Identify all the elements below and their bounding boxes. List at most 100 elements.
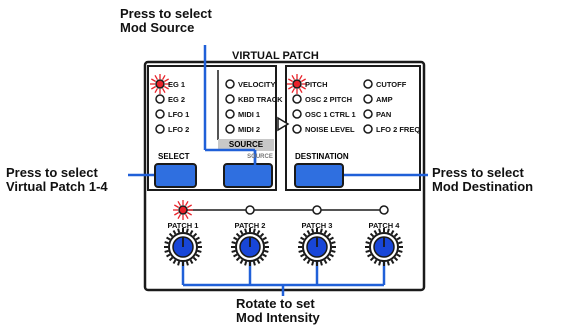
destination-b-item-label: LFO 2 FREQ [376,125,420,134]
led-ray [177,201,182,206]
knob-tick [393,232,399,238]
led-ray [177,214,182,219]
knob-tick [235,256,241,262]
mod-intensity-annotation: Rotate to set Mod Intensity [236,297,320,325]
source-a-item-led-icon [155,79,165,89]
knob-tick [197,241,202,245]
knob-icon[interactable] [365,228,403,266]
virtual-patch-annotation-line-2: Virtual Patch 1-4 [6,179,108,194]
knob-tick [298,249,303,253]
source-label: SOURCE [229,140,264,149]
knob-tick [172,230,177,235]
destination-label: DESTINATION [295,152,349,161]
knob-tick [233,253,238,258]
led-ray [151,85,156,90]
source-a-item-label: EG 1 [168,80,185,89]
knob-tick [396,236,401,241]
patch-led-icon [245,205,255,215]
destination-b-item-led-icon [363,94,373,104]
destination-b-item-led-icon [363,79,373,89]
knob-tick [331,241,336,245]
source-a-item-label: LFO 2 [168,125,189,134]
knob-tick [231,249,236,253]
knob-tick [369,232,375,238]
source-b-item-led-icon [225,79,235,89]
led-ray [164,78,169,83]
destination-section-frame [285,65,421,191]
knob-tick [168,232,174,238]
source-section-frame [147,65,277,191]
destination-b-item-led-icon [363,109,373,119]
knob-tick [323,230,328,235]
knob-tick [252,261,256,266]
destination-a-item-led-icon [292,79,302,89]
mod-intensity-annotation-line-2: Mod Intensity [236,310,320,325]
knob-tick [369,256,375,262]
destination-b-item-label: CUTOFF [376,80,407,89]
destination-b-item-led-icon [363,124,373,134]
source-b-item-led-icon [225,124,235,134]
knob-tick [300,236,305,241]
mod-destination-annotation-line-1: Press to select [432,165,524,180]
select-button[interactable] [154,163,197,188]
destination-button[interactable] [294,163,344,188]
mod-source-annotation: Press to select Mod Source [120,7,212,35]
led-ray [291,75,296,80]
knob-tick [185,261,189,266]
knob-tick [367,253,372,258]
knob-tick [311,261,315,266]
knob-tick [259,256,265,262]
knob-icon[interactable] [164,228,202,266]
led-ray [298,88,303,93]
knob-tick [378,261,382,266]
knob-icon[interactable] [298,228,336,266]
knob-tick [264,249,269,253]
knob-tick [252,228,256,233]
knob-tick [235,232,241,238]
led-ray [154,75,159,80]
knob-tick [177,261,181,266]
led-ray [301,78,306,83]
knob-tick [300,253,305,258]
knob-tick [367,236,372,241]
knob-tick [256,259,261,264]
knob-tick [164,241,169,245]
knob-tick [329,236,334,241]
led-ray [187,211,192,216]
patch-led-icon [178,205,188,215]
destination-a-item-led-glow [287,74,307,94]
knob-tick [185,228,189,233]
knob-tick [323,259,328,264]
patch-label: PATCH 4 [369,221,401,230]
source-a-item-label: EG 2 [168,95,185,104]
knob-tick [239,259,244,264]
source-a-item-led-icon [155,109,165,119]
knob-tick [390,259,395,264]
led-ray [288,78,293,83]
led-ray [174,204,179,209]
knob-tick [262,253,267,258]
knob-tick [306,259,311,264]
knob-icon[interactable] [231,228,269,266]
knob-tick [264,241,269,245]
knob-tick [195,253,200,258]
knob-tick [373,230,378,235]
arrow-right-icon [277,116,290,132]
mod-destination-annotation-line-2: Mod Destination [432,179,534,194]
led-ray [184,214,189,219]
destination-a-item-label: PITCH [305,80,328,89]
source-a-item-led-icon [155,124,165,134]
knob-tick [172,259,177,264]
knob-tick [378,228,382,233]
patch-label: PATCH 3 [302,221,333,230]
patch-led-icon [379,205,389,215]
source-button[interactable] [223,163,273,188]
knob-tick [239,230,244,235]
knob-tick [262,236,267,241]
